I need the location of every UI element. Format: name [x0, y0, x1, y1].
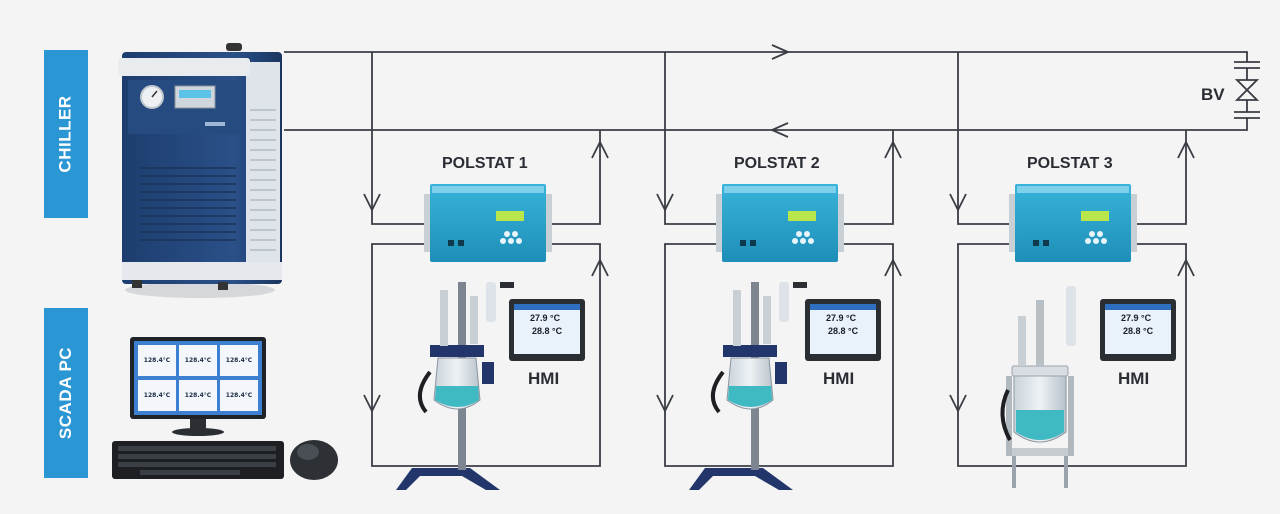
polstat-1-title: POLSTAT 1 [442, 155, 528, 172]
hmi-3-label: HMI [1118, 369, 1150, 388]
return-line [284, 118, 1248, 131]
hmi-1-temp1: 27.9 °C [530, 313, 561, 323]
reactor-2 [689, 282, 807, 490]
scada-pc-label: SCADA PC [44, 308, 88, 478]
hmi-1-panel [509, 299, 585, 361]
piping [284, 51, 1248, 131]
polstat-1-controller [424, 184, 552, 262]
reactor-3 [1000, 286, 1076, 488]
scada-tile: 128.4°C [220, 345, 258, 376]
supply-line [284, 51, 1248, 62]
reactor-1 [396, 282, 514, 490]
hmi-3-panel [1100, 299, 1176, 361]
polstat-loops [371, 52, 1187, 467]
hmi-2-label: HMI [823, 369, 855, 388]
hmi-1-temp2: 28.8 °C [532, 326, 563, 336]
hmi-2-temp2: 28.8 °C [828, 326, 859, 336]
hmi-2-panel [805, 299, 881, 361]
hmi-3-temp1: 27.9 °C [1121, 313, 1152, 323]
polstat-3-controller [1009, 184, 1137, 262]
polstat-3-title: POLSTAT 3 [1027, 155, 1113, 172]
hmi-1-label: HMI [528, 369, 560, 388]
scada-tile: 128.4°C [179, 379, 217, 411]
bypass-valve-label: BV [1201, 85, 1225, 104]
scada-tile: 128.4°C [179, 345, 217, 376]
scada-tile: 128.4°C [220, 379, 258, 411]
chiller-label: CHILLER [44, 50, 88, 218]
polstat-2-title: POLSTAT 2 [734, 155, 820, 172]
polstat-2-controller [716, 184, 844, 262]
hmi-2-temp1: 27.9 °C [826, 313, 857, 323]
scada-tile: 128.4°C [138, 379, 176, 411]
chiller-unit [118, 43, 282, 298]
bypass-valve-icon [1234, 61, 1260, 119]
scada-tile: 128.4°C [138, 345, 176, 376]
hmi-3-temp2: 28.8 °C [1123, 326, 1154, 336]
